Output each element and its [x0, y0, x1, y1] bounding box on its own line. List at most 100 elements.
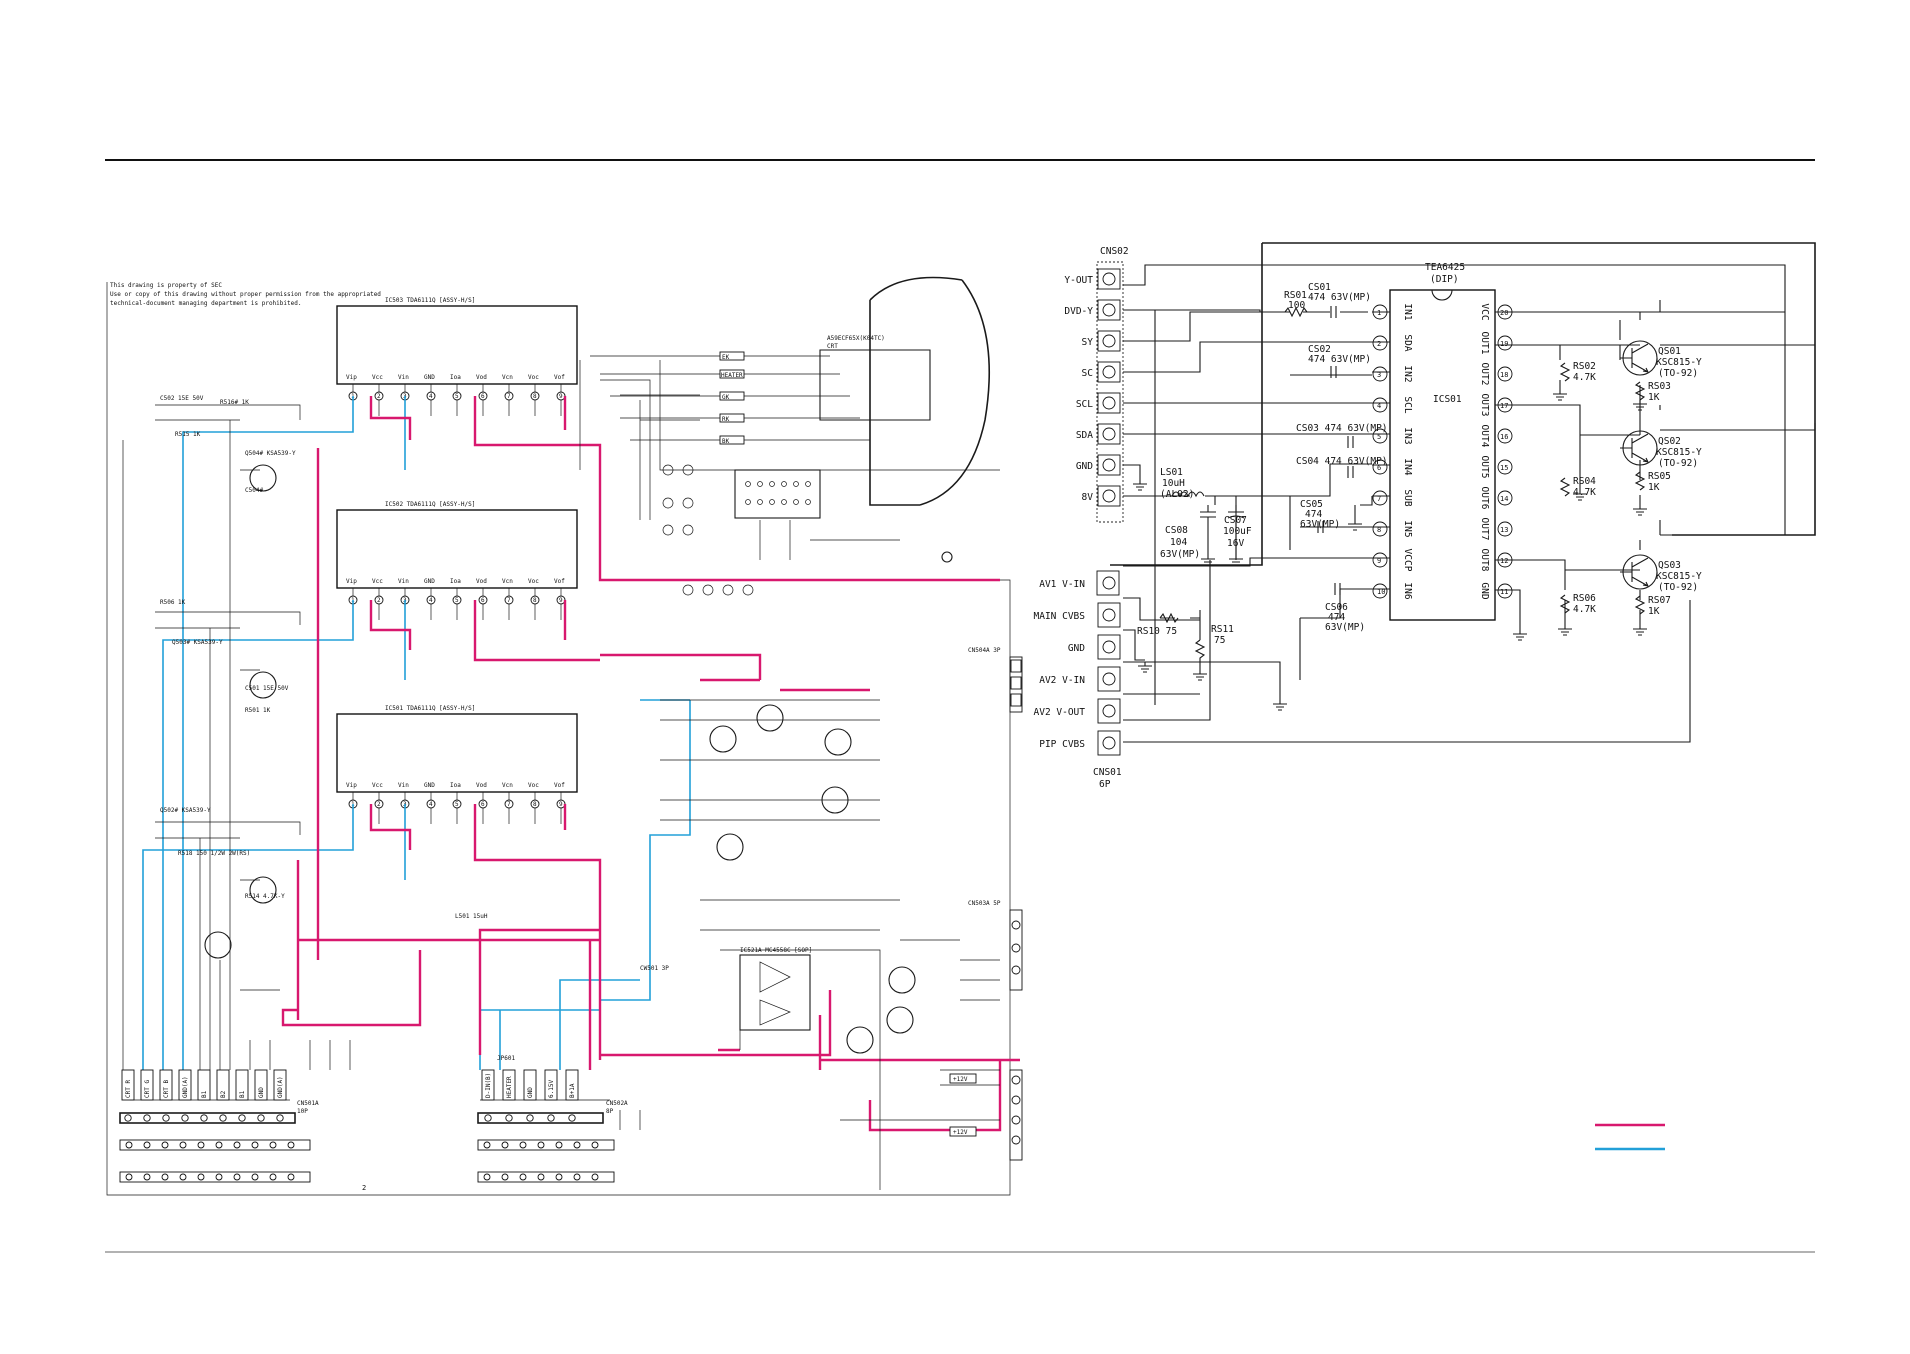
cn501a-pin-label: GND(A)	[277, 1076, 284, 1098]
ic-left-pin-name: IN1	[1402, 303, 1413, 320]
transistor-leads	[1620, 433, 1649, 463]
component-label: R516# 1K	[220, 399, 249, 406]
pin-header-pin	[269, 1141, 277, 1149]
pin-header-pin	[519, 1173, 527, 1181]
pin-header-pin	[537, 1173, 545, 1181]
transistor-part: KSC815-Y	[1656, 571, 1702, 582]
amp-pin-label: GND	[424, 374, 435, 381]
opamp-label: IC521A MC4558C [SOP]	[740, 947, 812, 954]
ic-right-pin-name: OUT3	[1479, 394, 1490, 417]
cs07-volt: 16V	[1227, 538, 1244, 549]
ic-left-pin-name: IN5	[1402, 520, 1413, 537]
amp-pin-number: 5	[455, 597, 459, 604]
amp-pin-label: Vod	[476, 578, 487, 585]
cn502a-pin-box	[523, 1069, 537, 1101]
load-resistor-ref: RS03	[1648, 381, 1671, 392]
amp-pin-label: Vcn	[502, 782, 513, 789]
crt-part: A59ECF65X(K04TC)	[827, 335, 885, 342]
supply-tag-2: +12V	[953, 1129, 968, 1136]
cn501a-pin-label: CRT G	[144, 1080, 151, 1098]
amp-pin-number: 9	[559, 597, 563, 604]
pin-header-pin	[215, 1173, 223, 1181]
cn502a-pin-box	[481, 1069, 495, 1101]
ic-left-pin-name: IN3	[1402, 427, 1413, 444]
transistor-package: (TO-92)	[1658, 458, 1698, 469]
opamp-ic521	[739, 954, 811, 1031]
pin-header-row	[477, 1139, 615, 1151]
right-enclosure-left	[1110, 243, 1263, 566]
rs01-value: 100	[1288, 300, 1305, 311]
pin-header-pin	[573, 1141, 581, 1149]
cn501a-pin-label: GND(A)	[182, 1076, 189, 1098]
ic-right-pin-number: 13	[1500, 526, 1508, 534]
cns02-pin	[1102, 396, 1116, 410]
cs02-val: 474 63V(MP)	[1308, 354, 1371, 365]
cn501a-pin	[257, 1114, 265, 1122]
opamp-triangles	[759, 961, 791, 1026]
load-resistor-ref: RS05	[1648, 471, 1671, 482]
amp-pin-label: Vcc	[372, 782, 383, 789]
ic-left-pin-number: 10	[1377, 588, 1385, 596]
amp-pin-label: Vin	[398, 578, 409, 585]
cs03-label: CS03 474 63V(MP)	[1296, 423, 1388, 434]
amp-pin-label: Vcc	[372, 374, 383, 381]
pin-header-row	[119, 1171, 311, 1183]
cn501a-pin-box	[197, 1069, 211, 1101]
connector-cw501	[1009, 656, 1023, 713]
ic-right-pin-name: OUT8	[1479, 549, 1490, 572]
cn502a-pin-box	[502, 1069, 516, 1101]
ic-right-pin-number: 20	[1500, 309, 1508, 317]
cs01-ref: CS01	[1308, 282, 1331, 293]
ic-right-pin	[1497, 335, 1513, 351]
cn501a-pin-label: GND	[258, 1087, 265, 1098]
transistor-part: KSC815-Y	[1656, 447, 1702, 458]
ground-symbol	[1633, 400, 1647, 411]
pin-header-row	[477, 1171, 615, 1183]
cs06-volt: 63V(MP)	[1325, 622, 1365, 633]
cs07-ref: CS07	[1224, 515, 1247, 526]
ground-symbol	[1633, 505, 1647, 516]
amp-pin-label: Vof	[554, 782, 565, 789]
cns02-pin	[1102, 365, 1116, 379]
cn501a-pin	[276, 1114, 284, 1122]
supply-tags: +12V +12V	[949, 1073, 977, 1137]
rs11-resistor	[1194, 639, 1206, 670]
component-label: C501 15E 50V	[245, 685, 289, 692]
load-resistor	[1634, 471, 1646, 491]
cn502a-pin	[505, 1114, 513, 1122]
cns01-pin	[1102, 576, 1116, 590]
component-label: Q502# KSA539-Y	[160, 807, 211, 814]
pin-header-pin	[483, 1141, 491, 1149]
rs01-resistor	[1284, 306, 1308, 318]
cs06-val: 474	[1328, 612, 1345, 623]
amp-pin-number: 9	[559, 801, 563, 808]
spark-gaps	[662, 464, 754, 596]
cns01-pin-label: PIP CVBS	[1039, 739, 1085, 750]
ls01-code: (AL02)	[1160, 489, 1194, 500]
component-label: CW501 3P	[640, 965, 669, 972]
cn501a-pin	[219, 1114, 227, 1122]
ic-left-pin-name: VCCP	[1402, 549, 1413, 572]
ic-right-pin-number: 15	[1500, 464, 1508, 472]
amp-pin-label: Voc	[528, 578, 539, 585]
transistor-package: (TO-92)	[1658, 582, 1698, 593]
transistor-ref: QS02	[1658, 436, 1681, 447]
ic-right-pin-name: OUT6	[1479, 487, 1490, 510]
amp-pin-label: Vcn	[502, 578, 513, 585]
amp-ic503: IC503 TDA6111Q [ASSY-H/S]	[336, 297, 578, 385]
pin-header-pin	[573, 1173, 581, 1181]
cns01-pin	[1102, 640, 1116, 654]
component-label: R518 150 1/2W 2W(RS)	[178, 850, 250, 857]
cns01-pin-label: MAIN CVBS	[1034, 611, 1086, 622]
cs08-cap	[1200, 505, 1216, 555]
ic-left-pin	[1372, 428, 1388, 444]
component-label: C504#	[245, 487, 263, 494]
page-mark: 2	[362, 1184, 366, 1192]
crt-bus-labels: EK HEATER GK RK BK	[719, 351, 745, 445]
bias-resistor-ref: RS04	[1573, 476, 1596, 487]
cs08-ref: CS08	[1165, 525, 1188, 536]
cns01-size: 6P	[1099, 779, 1111, 790]
pin-header-pin	[161, 1141, 169, 1149]
